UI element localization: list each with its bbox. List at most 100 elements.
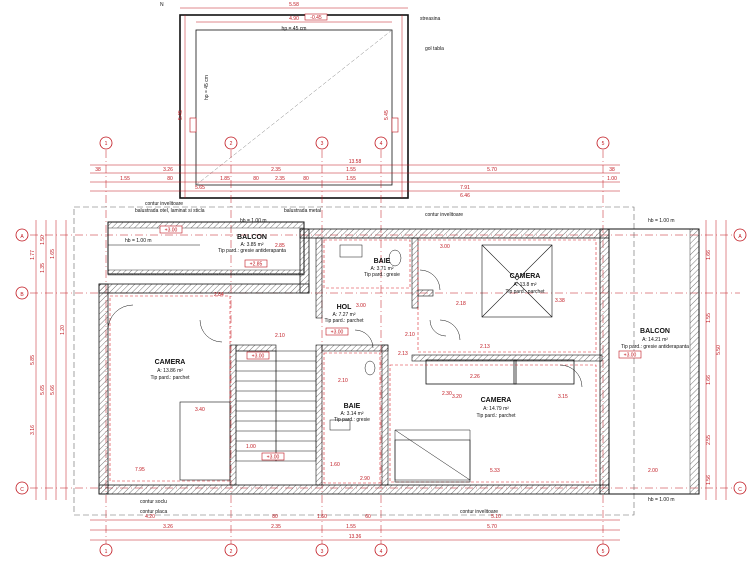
left-dimension-chains [35,220,67,500]
room-name: HOL [337,304,353,311]
left-dim-3: 1.35 [40,263,46,273]
svg-text:A: A [20,234,24,240]
axis-2-top: 2 [224,136,238,150]
bottom-dim-r2-1: 3.26 [163,524,173,530]
top-dim-r2-5: 5.70 [487,167,497,173]
finish-lines [109,239,597,484]
top-dim-r2-1: 38 [95,167,101,173]
axis-5-top: 5 [596,136,610,150]
svg-text:3.00: 3.00 [356,303,366,309]
hp-label-left: hp = 45 cm [204,75,210,100]
left-dim-8: 5.66 [50,385,56,395]
axis-C-left: C [15,481,29,495]
svg-text:+3.00: +3.00 [624,353,637,359]
svg-text:7.95: 7.95 [135,467,145,473]
svg-text:4: 4 [380,549,383,555]
right-dim-3: 1.66 [706,375,712,385]
svg-text:3.00: 3.00 [440,244,450,250]
annot-contur-invelitoare-right: contur invelitoare [425,212,463,218]
axis-1-bottom: 1 [99,543,113,557]
top-dim-r3-6: 80 [303,176,309,182]
room-name: CAMERA [155,359,186,366]
annot-contur-invelitoare-top: contur invelitoare [145,201,183,207]
top-dim-total: 13.58 [349,159,362,165]
bottom-dim-total: 13.36 [349,534,362,540]
left-dim-2: 1.50 [40,235,46,245]
annot-gol-tabla: gol tabla [425,46,444,52]
room-name: BAIE [344,403,361,410]
interior-walls [229,237,603,486]
svg-text:A: A [738,234,742,240]
room-floor: Tip pard.: gresie antiderapanta [218,248,286,254]
svg-text:2.10: 2.10 [338,378,348,384]
hb-label-right-bottom: hb = 1.00 m [648,497,675,503]
svg-text:C: C [20,487,24,493]
top-dim-r2-3: 2.35 [271,167,281,173]
level-tag: +3.00 [159,225,183,234]
axis-3-bottom: 3 [315,543,329,557]
left-dim-4: 1.65 [50,249,56,259]
annot-contur-placa: contur placa [140,509,167,515]
annot-contur-soclu: contur soclu [140,499,167,505]
room-camera-top-right: CAMERA A: 13.8 m² Tip pard.: parchet [505,273,545,295]
top-dim-r3-3: 1.85 [220,176,230,182]
level-tag: +2.85 [244,259,268,268]
upper-dim-inner: 4.90 [289,16,299,22]
svg-text:3.38: 3.38 [555,298,565,304]
bottom-dim-r1-2: 80 [272,514,278,520]
axis-5-bottom: 5 [596,543,610,557]
balcony-top-left: hb = 1.00 m hb = 1.00 m [107,218,305,276]
room-area: A: 3.14 m² [340,411,363,417]
top-dim-r4-3: 6.46 [460,193,470,199]
top-dim-r3-1: 1.55 [120,176,130,182]
room-floor: Tip pard.: parchet [150,375,190,381]
room-floor: Tip pard.: parchet [324,318,364,324]
room-name: BALCON [237,234,267,241]
bottom-dim-r2-2: 2.35 [271,524,281,530]
svg-text:2: 2 [230,141,233,147]
axis-B-left: B [15,286,29,300]
level-tag: +3.00 [618,350,642,359]
axis-C-right: C [733,481,747,495]
svg-text:1.60: 1.60 [330,462,340,468]
svg-text:1: 1 [105,141,108,147]
svg-text:+3.00: +3.00 [331,330,344,336]
svg-text:1: 1 [105,549,108,555]
axis-1-top: 1 [99,136,113,150]
svg-text:5: 5 [602,549,605,555]
room-floor: Tip pard.: parchet [476,413,516,419]
doors [107,269,583,388]
upper-dim-left: 5.45 [178,110,184,120]
room-area: A: 3.85 m² [240,242,263,248]
svg-text:4: 4 [380,141,383,147]
annot-balustrada-metal: balustrada metal [284,208,321,214]
svg-text:+3.00: +3.00 [267,455,280,461]
room-area: A: 7.27 m² [332,312,355,318]
level-tags: +2.85 +3.00 +3.00 +3.00 +3.00 +3.00 [159,225,642,461]
svg-text:C: C [738,487,742,493]
staircase [235,350,317,462]
left-dim-6: 5.85 [30,355,36,365]
left-dim-7: 5.65 [40,385,46,395]
axis-A-left: A [15,228,29,242]
bottom-dim-r1-4: 60 [365,514,371,520]
room-area: A: 3.71 m² [370,266,393,272]
upper-dim-right: 5.45 [384,110,390,120]
room-area: A: 14.79 m² [483,406,509,412]
top-dim-r3-2: 80 [167,176,173,182]
level-tag: +3.00 [261,452,285,461]
upper-terrace: 5.58 4.90 hp = 45 cm hp = 45 cm 5.45 5.4… [160,2,444,199]
right-dim-1: 1.66 [706,250,712,260]
room-area: A: 13.86 m² [157,368,183,374]
svg-text:5: 5 [602,141,605,147]
room-floor: Tip pard.: gresie [334,417,370,423]
level-tag: +3.00 [246,351,270,360]
room-name: BALCON [640,328,670,335]
svg-text:2.30: 2.30 [442,391,452,397]
top-dim-r2-6: 38 [609,167,615,173]
bottom-dim-r2-3: 1.55 [346,524,356,530]
axis-3-top: 3 [315,136,329,150]
right-dim-6: 1.56 [706,475,712,485]
room-floor: Tip pard.: gresie antiderapanta [621,344,689,350]
svg-text:+3.00: +3.00 [252,354,265,360]
